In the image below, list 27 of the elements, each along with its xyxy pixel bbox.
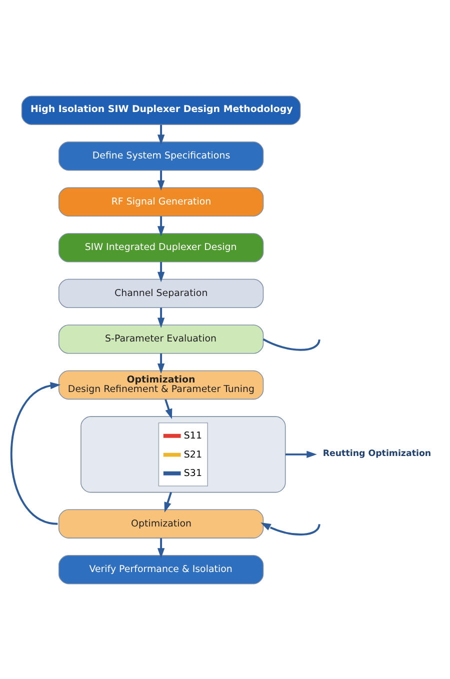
arrow	[157, 216, 165, 236]
node-box: Verify Performance & Isolation	[58, 554, 264, 584]
node-text: Reutting Optimization	[322, 448, 432, 458]
node-box: High Isolation SIW Duplexer Design Methodology	[21, 95, 301, 124]
arrow	[157, 124, 165, 144]
legend-label: S31	[184, 467, 202, 478]
arrow	[285, 450, 317, 458]
arrow	[164, 492, 172, 512]
node-box: RF Signal Generation	[58, 186, 264, 216]
node-box: SIW Integrated Duplexer Design	[58, 232, 264, 262]
arrow	[157, 538, 165, 558]
legend-label: S21	[184, 448, 202, 460]
arrow	[157, 307, 165, 328]
node-box: Define System Specifications	[58, 141, 264, 170]
arrow	[157, 261, 165, 282]
arrow	[164, 398, 172, 419]
legend-label: S11	[184, 430, 202, 441]
node-box: S-Parameter Evaluation	[58, 324, 264, 354]
arrow	[260, 522, 320, 535]
arrow	[10, 382, 61, 524]
node-box: Optimization Design Refinement & Parameter Tuning	[58, 370, 264, 400]
node-box: Optimization	[58, 508, 264, 538]
arrow	[157, 353, 165, 374]
node-box: Channel Separation	[58, 278, 264, 308]
picture	[80, 416, 286, 492]
connector	[262, 338, 320, 350]
arrow	[157, 170, 165, 190]
